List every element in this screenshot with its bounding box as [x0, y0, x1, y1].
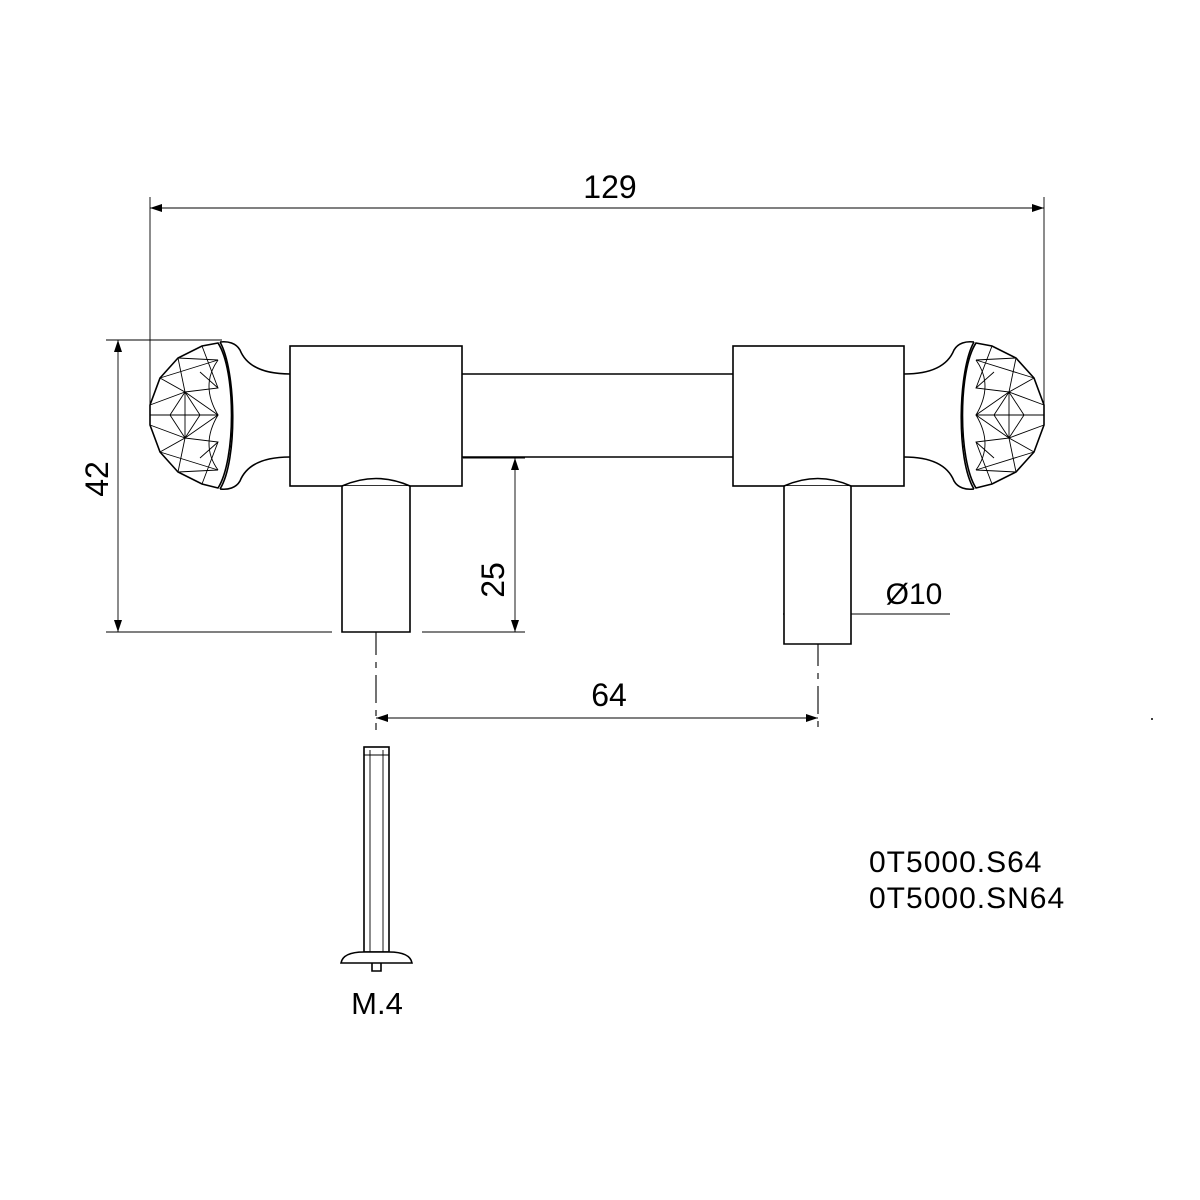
left-post [289, 345, 463, 487]
right-end-neck [903, 340, 975, 491]
left-end-neck [219, 340, 291, 491]
right-stem [783, 477, 852, 645]
stem-height-label: 25 [475, 562, 511, 598]
handle-bar [462, 373, 733, 458]
screw-size-label: M.4 [351, 986, 403, 1021]
mounting-screw: M.4 [340, 746, 413, 1021]
right-post [732, 345, 905, 487]
dimension-overall-length: 129 [149, 169, 1045, 405]
dimension-stem-height: 25 [463, 457, 525, 632]
right-crystal-knob [961, 342, 1045, 489]
stem-diameter-label: Ø10 [886, 578, 943, 611]
hole-spacing-label: 64 [591, 677, 627, 713]
product-code-1: 0T5000.S64 [869, 846, 1043, 879]
dimension-hole-spacing: 64 [376, 677, 818, 722]
overall-height-label: 42 [79, 461, 115, 497]
left-crystal-knob [149, 342, 233, 489]
dimension-overall-height: 42 [79, 339, 525, 633]
left-stem [341, 477, 411, 633]
product-code-2: 0T5000.SN64 [869, 882, 1066, 915]
overall-length-label: 129 [583, 169, 636, 205]
stray-mark [1151, 718, 1153, 720]
